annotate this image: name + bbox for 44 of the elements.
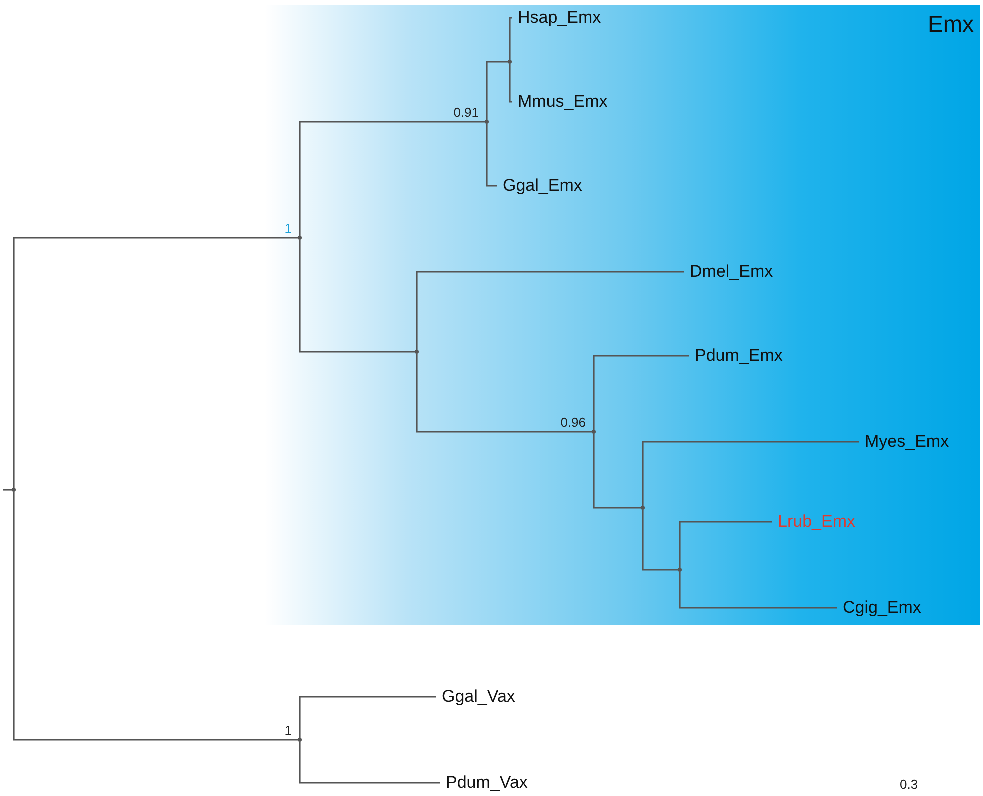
tree-branch — [299, 696, 436, 738]
branch-node — [298, 236, 302, 240]
tree-branch — [642, 441, 859, 506]
scale-value: 0.3 — [900, 778, 918, 792]
taxon-label: Pdum_Vax — [440, 773, 528, 793]
support-value: 1 — [284, 222, 292, 236]
branch-node — [415, 350, 419, 354]
taxon-label: Dmel_Emx — [684, 262, 774, 282]
support-value: 1 — [284, 724, 292, 738]
tree-branch — [299, 121, 485, 236]
tree-branch — [13, 492, 298, 741]
taxon-label: Pdum_Emx — [689, 346, 783, 366]
tree-branch — [679, 521, 772, 568]
branch-node — [298, 738, 302, 742]
branch-node — [592, 430, 596, 434]
tree-branch — [509, 17, 512, 60]
taxon-label: Mmus_Emx — [512, 92, 608, 112]
tree-branch — [416, 354, 592, 433]
tree-branch — [416, 271, 684, 350]
branch-node — [508, 60, 512, 64]
taxon-label: Hsap_Emx — [512, 8, 602, 28]
tree-branch — [299, 240, 415, 353]
support-value: 0.96 — [560, 416, 586, 430]
tree-branch — [509, 64, 512, 103]
branch-node — [485, 120, 489, 124]
tree-branch — [593, 355, 689, 430]
tree-branch — [486, 124, 497, 187]
taxon-label: Cgig_Emx — [837, 598, 922, 618]
tree-branch — [486, 61, 508, 120]
tree-branch — [13, 237, 298, 488]
taxon-label: Ggal_Emx — [497, 176, 582, 196]
clade-name: Emx — [928, 11, 974, 37]
branch-node — [641, 506, 645, 510]
tree-branch — [642, 510, 678, 571]
branch-node — [12, 488, 16, 492]
branch-node — [678, 568, 682, 572]
taxon-label: Ggal_Vax — [436, 687, 516, 707]
tree-branch — [679, 572, 837, 609]
tree-branch — [299, 742, 440, 784]
tree-branch — [3, 489, 12, 491]
tree-branch — [593, 434, 641, 509]
taxon-label: Myes_Emx — [859, 432, 950, 452]
support-value: 0.91 — [454, 106, 479, 120]
taxon-label: Lrub_Emx — [772, 512, 856, 532]
